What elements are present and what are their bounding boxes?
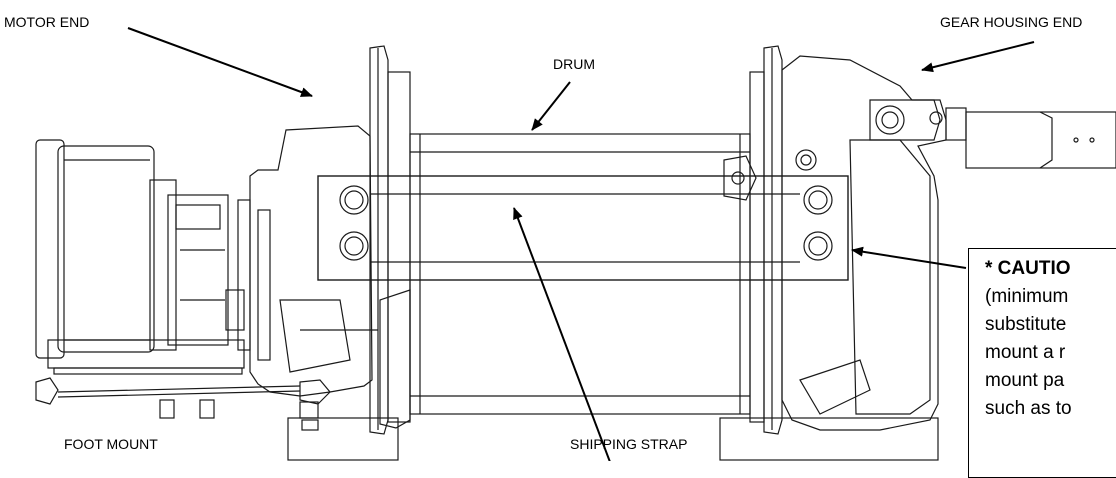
foot-mount (35, 339, 939, 461)
drum-label: DRUM (553, 56, 595, 72)
caution-note: * CAUTIO (minimum substitute mount a r m… (968, 248, 1116, 478)
caution-line: such as to (985, 398, 1072, 419)
motor-end-label: MOTOR END (4, 14, 90, 30)
caution-line: mount a r (985, 342, 1066, 363)
gear-housing-end-label: GEAR HOUSING END (940, 14, 1083, 30)
caution-line: (minimum (985, 286, 1069, 307)
output-shaft (965, 111, 1116, 169)
shipping-strap (317, 175, 849, 281)
left-flange (300, 45, 411, 435)
motor-end-arrow (127, 27, 313, 97)
motor-end-housing (249, 125, 373, 431)
caution-line: substitute (985, 314, 1067, 335)
right-flange (723, 45, 783, 435)
caution-title: * CAUTIO (985, 258, 1071, 279)
motor (35, 139, 251, 359)
gear-housing (781, 55, 967, 431)
bolt-arrow (851, 246, 967, 269)
strap-arrow (513, 207, 611, 461)
drum-arrow (531, 81, 571, 131)
foot-mount-label: FOOT MOUNT (64, 436, 158, 452)
winch-diagram (35, 27, 1116, 461)
caution-line: mount pa (985, 370, 1065, 391)
gear-housing-arrow (921, 41, 1035, 73)
strap-bolt (339, 185, 833, 261)
shipping-strap-label: SHIPPING STRAP (570, 436, 688, 452)
